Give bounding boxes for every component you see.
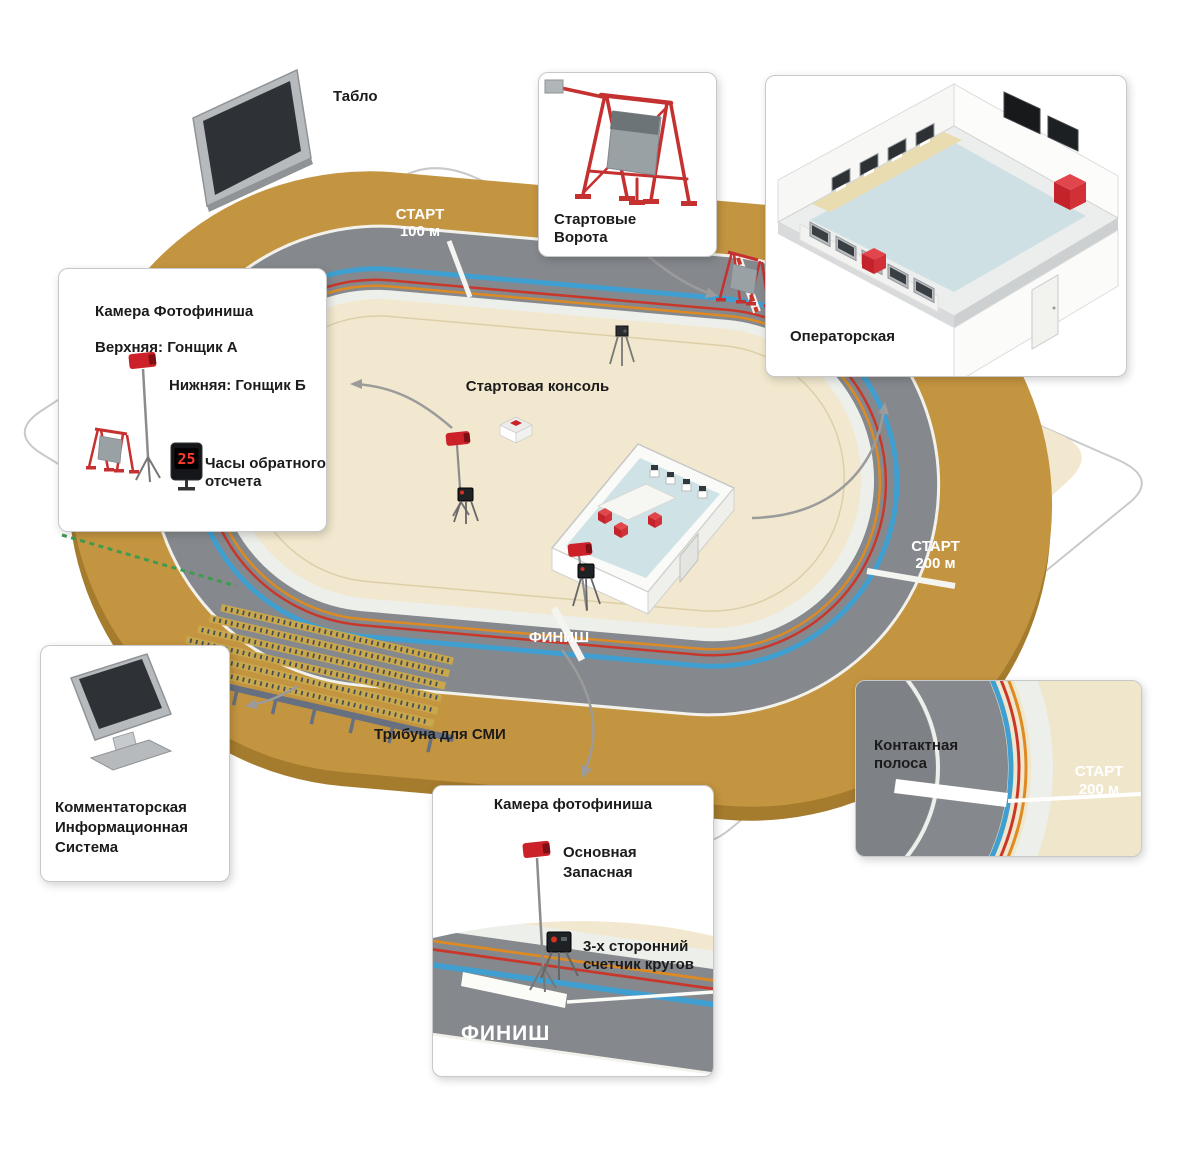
wall-monitor-icon bbox=[915, 122, 935, 147]
desk-monitor-icon bbox=[913, 277, 935, 304]
finish-line bbox=[550, 606, 586, 662]
building-door bbox=[679, 532, 699, 584]
starting-gate-mini-icon bbox=[86, 427, 139, 474]
photo-finish-camera-icon bbox=[128, 351, 161, 483]
callout-commentator: Комментаторская Информационная Система bbox=[40, 645, 230, 882]
start-console-icon bbox=[499, 416, 533, 444]
red-equipment-box bbox=[614, 522, 628, 538]
clock-label-line2: отсчета bbox=[205, 473, 262, 490]
camera-backup-label: Запасная bbox=[563, 864, 633, 881]
start-console-label: Стартовая консоль bbox=[465, 378, 610, 395]
finish-line-closeup bbox=[461, 972, 567, 1008]
starting-gate-icon bbox=[716, 250, 774, 308]
photo-finish-a-upper: Верхняя: Гонщик А bbox=[95, 339, 238, 356]
operator-room-title: Операторская bbox=[790, 328, 895, 345]
track-mark-start200: СТАРТ 200 м bbox=[893, 538, 978, 572]
red-equipment-box bbox=[598, 508, 612, 524]
red-rack-icon bbox=[1054, 174, 1086, 210]
camera-main-label: Основная bbox=[563, 844, 637, 861]
lap-counter-icon bbox=[540, 931, 579, 980]
photo-finish-a-title: Камера Фотофиниша bbox=[95, 303, 254, 320]
track-mark-finish: ФИНИШ bbox=[528, 629, 590, 646]
contact-title-line2: полоса bbox=[874, 755, 928, 772]
contact-strip-mark bbox=[894, 779, 1008, 807]
wall-monitor-icon bbox=[831, 167, 851, 192]
scoreboard-icon bbox=[192, 68, 313, 212]
tripod-camera-icon bbox=[609, 325, 635, 366]
photo-finish-a-lower: Нижняя: Гонщик Б bbox=[169, 377, 306, 394]
commentator-title: Комментаторская Информационная Система bbox=[55, 798, 188, 858]
commentator-line3: Система bbox=[55, 839, 119, 856]
start200-line2: 200 м bbox=[915, 555, 956, 572]
judges-building bbox=[550, 443, 736, 616]
photo-finish-camera-icon bbox=[522, 840, 557, 993]
photo-finish-a-illustration: 25 bbox=[86, 351, 203, 491]
start-line-200m bbox=[866, 568, 956, 589]
callout-starting-gates: Стартовые Ворота bbox=[538, 72, 717, 257]
callout-contact-strip: Контактная полоса СТАРТ 200 м bbox=[855, 680, 1142, 857]
finish-closeup-illustration bbox=[433, 786, 713, 1076]
tribune-label: Трибуна для СМИ bbox=[374, 726, 506, 743]
judges-monitors bbox=[649, 465, 708, 499]
connector-arrows bbox=[249, 255, 886, 773]
lap-counter-icon bbox=[572, 563, 601, 611]
wall-monitor-icon bbox=[887, 137, 907, 162]
countdown-clock-label: Часы обратного отсчета bbox=[205, 455, 326, 491]
finish-mark-big: ФИНИШ bbox=[461, 1022, 551, 1045]
scoreboard-label: Табло bbox=[333, 88, 378, 105]
sight-line-green bbox=[61, 533, 237, 588]
arrow-to-operator-room bbox=[751, 407, 886, 520]
contact-start200-line2: 200 м bbox=[1078, 781, 1120, 798]
track-closeup-contact bbox=[856, 681, 1053, 856]
commentator-line1: Комментаторская bbox=[55, 799, 187, 816]
countdown-clock-icon: 25 bbox=[170, 442, 203, 491]
arrow-to-photofinish-callout bbox=[353, 382, 453, 429]
contact-strip-illustration bbox=[856, 681, 1141, 856]
starting-gate-illustration bbox=[544, 79, 697, 206]
desk-monitor-icon bbox=[887, 263, 909, 290]
door bbox=[1031, 274, 1059, 350]
start100-line2: 100 м bbox=[399, 223, 441, 240]
callout-operator-room: Операторская bbox=[765, 75, 1127, 377]
counter-label-line1: 3-х сторонний bbox=[583, 938, 689, 955]
red-device-icon bbox=[862, 248, 886, 274]
start200-line1: СТАРТ bbox=[911, 538, 960, 555]
wall-screen-icon bbox=[1003, 91, 1041, 135]
clock-label-line1: Часы обратного bbox=[205, 455, 326, 472]
wall-screen-icon bbox=[1047, 115, 1079, 152]
judges-table bbox=[596, 483, 678, 521]
starting-gates-title: Стартовые Ворота bbox=[554, 211, 636, 247]
track-closeup-finish bbox=[433, 786, 713, 1076]
contact-start200-label: СТАРТ 200 м bbox=[1062, 763, 1136, 799]
desk-monitor-icon bbox=[809, 221, 831, 248]
lap-counter-icon bbox=[453, 487, 479, 524]
counter-label-line2: счетчик кругов bbox=[583, 956, 695, 973]
track-mark-start100: СТАРТ 100 м bbox=[372, 206, 468, 240]
callout-photo-finish-b: Камера фотофиниша Основная Запасная 3-х … bbox=[432, 785, 714, 1077]
photo-finish-b-title: Камера фотофиниша bbox=[493, 796, 653, 813]
red-equipment-box bbox=[648, 512, 662, 528]
start-line-100m bbox=[446, 240, 473, 298]
countdown-clock-value: 25 bbox=[177, 450, 195, 468]
arrow-heads bbox=[245, 287, 889, 778]
start100-line1: СТАРТ bbox=[395, 206, 445, 223]
contact-title-line1: Контактная bbox=[874, 737, 959, 754]
callout-photo-finish-a: 25 Камера Фотофиниша Верхняя: Гонщик А Н… bbox=[58, 268, 327, 532]
desk-monitor-icon bbox=[835, 235, 857, 262]
arrow-to-finish-callout bbox=[561, 649, 595, 773]
contact-start200-line1: СТАРТ bbox=[1074, 763, 1124, 780]
wall-monitor-icon bbox=[859, 152, 879, 177]
lap-counter-label: 3-х сторонний счетчик кругов bbox=[583, 938, 694, 974]
operator-room-illustration bbox=[776, 83, 1119, 376]
monitor-icon bbox=[70, 653, 173, 771]
arrow-to-track-gate bbox=[647, 255, 713, 296]
commentator-monitor-illustration bbox=[70, 653, 173, 771]
starting-gates-title-line2: Ворота bbox=[554, 229, 608, 246]
commentator-line2: Информационная bbox=[55, 819, 188, 836]
starting-gates-title-line1: Стартовые bbox=[554, 211, 637, 228]
contact-strip-title: Контактная полоса bbox=[874, 737, 958, 773]
